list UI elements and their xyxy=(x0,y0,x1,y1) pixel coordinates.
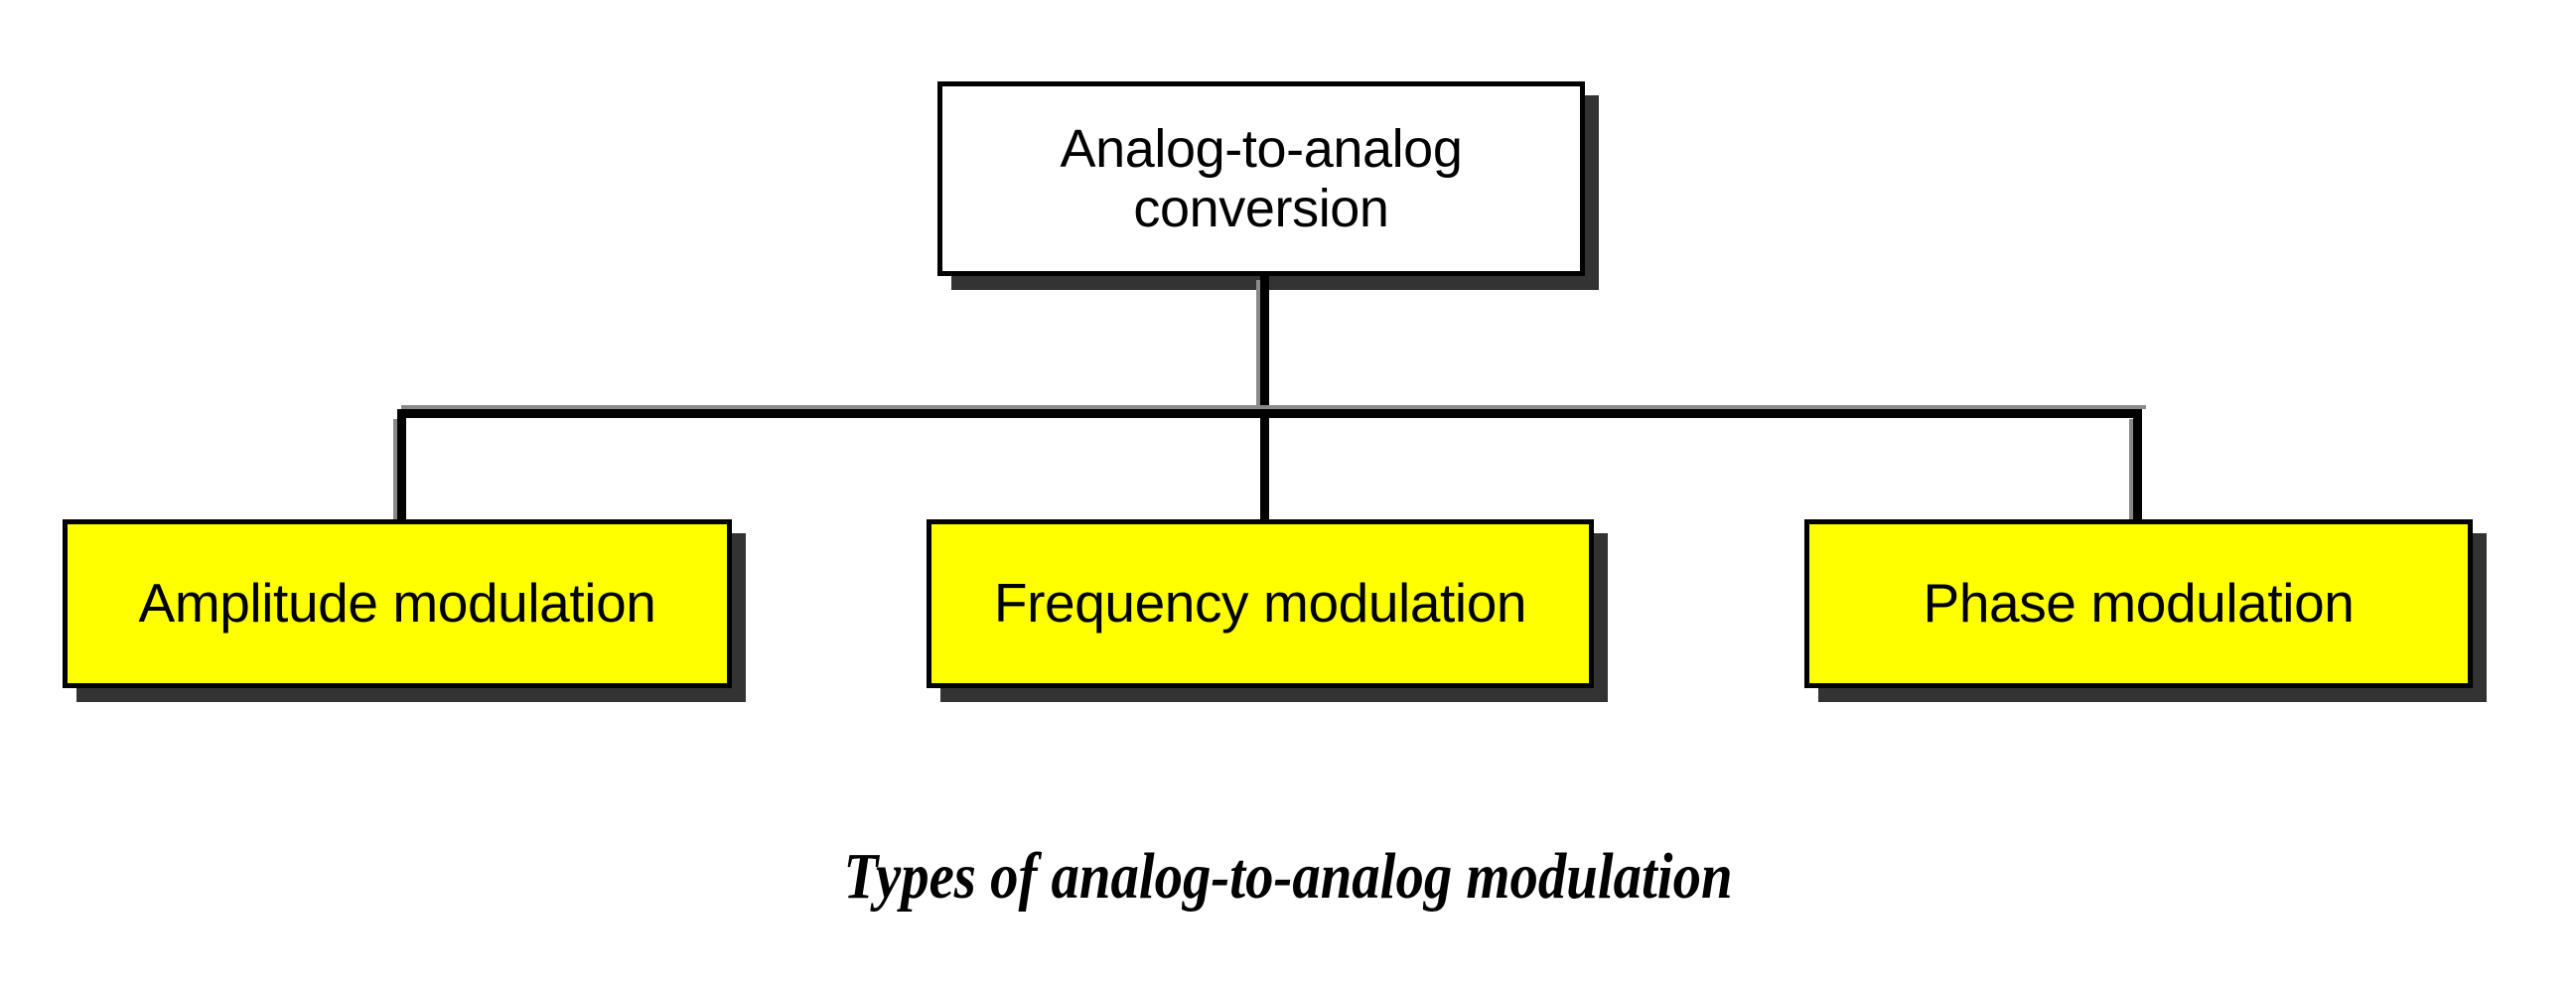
connector-root-stem xyxy=(1260,276,1269,415)
right-drop-highlight xyxy=(2129,419,2133,522)
left-drop-highlight xyxy=(393,419,397,522)
phase-modulation-label: Phase modulation xyxy=(1923,572,2355,635)
node-amplitude-modulation[interactable]: Amplitude modulation xyxy=(63,519,732,688)
frequency-modulation-label: Frequency modulation xyxy=(993,572,1527,635)
connector-drop-amplitude xyxy=(397,415,406,522)
connector-distribution-bar xyxy=(397,409,2142,418)
amplitude-modulation-label: Amplitude modulation xyxy=(138,572,656,635)
diagram-caption: Types of analog-to-analog modulation xyxy=(843,840,1733,913)
node-phase-modulation[interactable]: Phase modulation xyxy=(1804,519,2473,688)
node-frequency-modulation[interactable]: Frequency modulation xyxy=(927,519,1594,688)
connector-drop-frequency xyxy=(1260,415,1269,522)
connector-drop-phase xyxy=(2133,415,2142,522)
root-node-label-line1: Analog-to-analog xyxy=(1060,118,1463,179)
root-stem-highlight xyxy=(1256,280,1260,415)
distribution-bar-highlight xyxy=(401,405,2146,409)
root-node-label-line2: conversion xyxy=(1133,179,1389,238)
